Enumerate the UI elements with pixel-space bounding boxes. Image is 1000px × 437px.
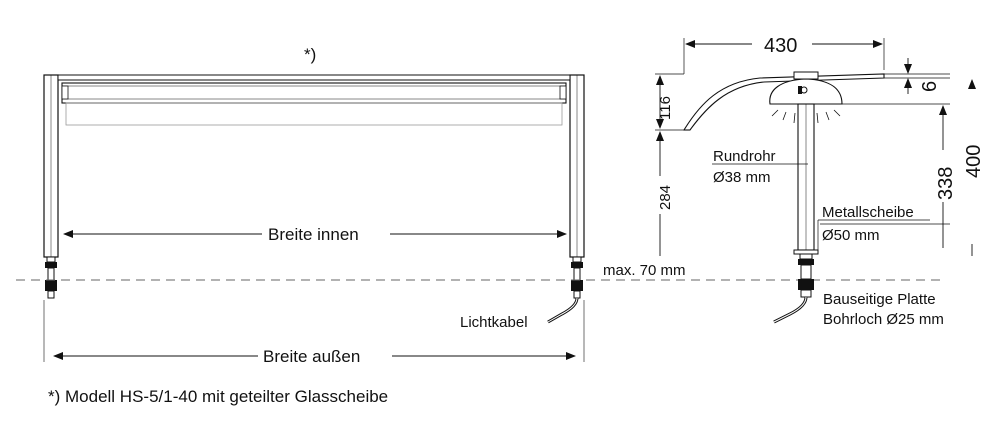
- footnote: *) Modell HS-5/1-40 mit geteilter Glassc…: [48, 387, 388, 406]
- outer-width-label: Breite außen: [263, 347, 360, 366]
- canopy: [683, 73, 885, 131]
- inner-width-label: Breite innen: [268, 225, 359, 244]
- note-marker: *): [304, 45, 316, 64]
- side-foot: [793, 249, 819, 298]
- left-foot: [45, 256, 57, 299]
- tube-label-1: Rundrohr: [713, 148, 776, 165]
- max-label: max. 70 mm: [603, 262, 686, 279]
- cable-label: Lichtkabel: [460, 314, 528, 331]
- side-cable: [773, 296, 808, 324]
- side-view: 430 6 116 284 338 400 Rundrohr Ø38 mm Me…: [655, 35, 985, 328]
- plate-label-1: Bauseitige Platte: [823, 291, 936, 308]
- front-view: *) Breite innen Breite außen Lichtkabel: [43, 45, 585, 366]
- dim-430: 430: [764, 35, 797, 57]
- dim-116: 116: [657, 96, 674, 120]
- dim-338: 338: [935, 167, 957, 200]
- plate-label-2: Bohrloch Ø25 mm: [823, 311, 944, 328]
- disc-label-2: Ø50 mm: [822, 227, 880, 244]
- dim-6: 6: [919, 81, 941, 92]
- disc-label-1: Metallscheibe: [822, 204, 914, 221]
- lamp-bar: [57, 74, 571, 126]
- tube-label-2: Ø38 mm: [713, 169, 771, 186]
- dim-284: 284: [657, 185, 674, 210]
- right-foot: [571, 256, 583, 299]
- light-cable: [547, 297, 579, 324]
- dim-400: 400: [963, 145, 985, 178]
